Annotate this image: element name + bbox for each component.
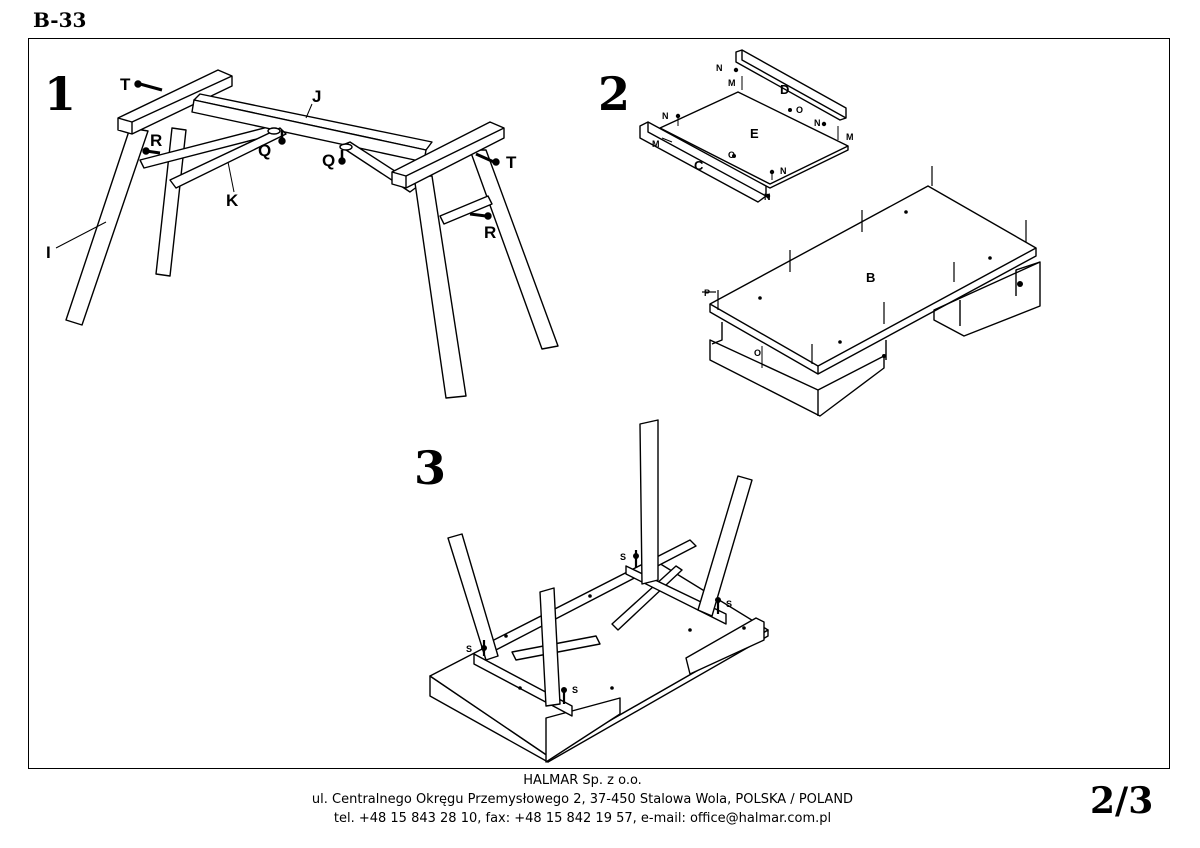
instruction-frame <box>28 38 1170 769</box>
frame-under-front <box>545 697 621 763</box>
rail-right <box>439 195 493 225</box>
label-b: B <box>866 270 875 285</box>
label-n-4: N <box>780 166 787 176</box>
label-m-3: M <box>652 139 660 149</box>
step-1-illustration: 1 <box>44 67 559 399</box>
label-m-2: M <box>846 132 854 142</box>
step-1-number: 1 <box>44 67 76 121</box>
label-n-1: N <box>716 63 723 73</box>
bolt-t-right <box>475 152 500 166</box>
label-p: P <box>704 288 710 298</box>
bolt-r-right <box>469 212 492 220</box>
label-o-2: O <box>728 150 735 160</box>
label-n-3: N <box>662 111 669 121</box>
label-m-1: M <box>728 78 736 88</box>
leg-back-left <box>155 127 187 277</box>
label-e: E <box>750 126 759 141</box>
step-3-illustration: 3 <box>414 419 769 763</box>
label-q-right: Q <box>322 151 335 170</box>
brace-k <box>169 127 287 189</box>
label-t-left: T <box>120 75 131 94</box>
company-name: HALMAR Sp. z o.o. <box>523 773 642 788</box>
label-r-right: R <box>484 223 496 242</box>
label-s-1: S <box>466 644 472 654</box>
company-contact: tel. +48 15 843 28 10, fax: +48 15 842 1… <box>333 811 832 826</box>
label-j: J <box>312 87 321 106</box>
label-o-3: O <box>754 348 761 358</box>
step-2-number: 2 <box>598 67 630 121</box>
label-i: I <box>46 243 51 262</box>
label-s-3: S <box>620 552 626 562</box>
label-n-5: N <box>764 192 771 202</box>
label-s-2: S <box>572 685 578 695</box>
label-r-left: R <box>150 131 162 150</box>
page-number: 2/3 <box>1090 780 1154 822</box>
label-k: K <box>226 191 239 210</box>
bolt-q-left <box>267 127 286 145</box>
frame-under-back <box>685 617 765 675</box>
leg-3-c <box>639 419 659 585</box>
label-s-4: S <box>726 599 732 609</box>
bolt-q-right <box>338 143 353 165</box>
label-c: C <box>694 158 704 173</box>
bolt-t-left <box>134 80 163 92</box>
leg-back-right <box>469 149 559 350</box>
label-d: D <box>780 82 789 97</box>
footer: HALMAR Sp. z o.o. ul. Centralnego Okręgu… <box>0 771 1165 828</box>
assembly-drawing: 1 <box>44 49 1041 763</box>
label-n-2: N <box>814 118 821 128</box>
label-o-1: O <box>796 105 803 115</box>
label-t-right: T <box>506 153 517 172</box>
model-code: B-33 <box>33 8 87 32</box>
bolt-r-left <box>142 147 161 155</box>
leg-3-a <box>447 533 499 661</box>
step-3-number: 3 <box>414 441 446 495</box>
step-2-illustration: 2 N M D O N M N <box>598 49 1041 417</box>
leg-3-d <box>697 475 753 617</box>
leg-front-left <box>65 127 149 326</box>
company-address: ul. Centralnego Okręgu Przemysłowego 2, … <box>311 792 854 807</box>
label-q-left: Q <box>258 141 271 160</box>
leg-3-b <box>539 587 561 707</box>
